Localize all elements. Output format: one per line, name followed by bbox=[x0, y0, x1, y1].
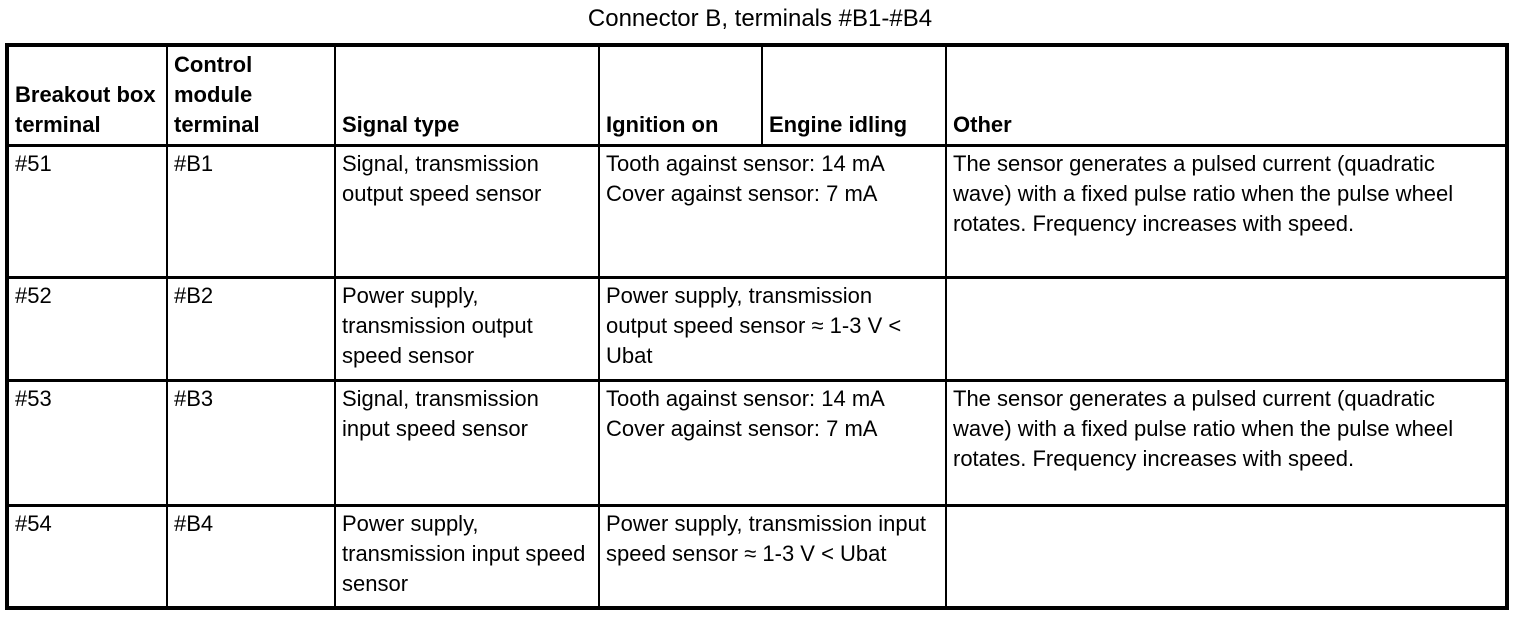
cell-measurement: Power supply, transmission input speed s… bbox=[598, 503, 947, 610]
cell-signal-type: Power supply, transmission output speed … bbox=[334, 275, 600, 382]
column-header-signal-type: Signal type bbox=[334, 43, 600, 147]
table-row: #51 #B1 Signal, transmission output spee… bbox=[6, 143, 1508, 279]
column-header-breakout-box-terminal: Breakout box terminal bbox=[6, 43, 168, 147]
cell-measurement: Power supply, transmission output speed … bbox=[598, 275, 947, 382]
cell-other: The sensor generates a pulsed current (q… bbox=[945, 143, 1508, 279]
connector-terminals-table: Breakout box terminal Control module ter… bbox=[5, 43, 1509, 610]
cell-module-terminal: #B2 bbox=[166, 275, 336, 382]
column-header-other: Other bbox=[945, 43, 1508, 147]
page-title: Connector B, terminals #B1-#B4 bbox=[587, 5, 933, 32]
cell-measurement: Tooth against sensor: 14 mA Cover agains… bbox=[598, 378, 947, 507]
column-header-engine-idling: Engine idling bbox=[761, 43, 947, 147]
cell-module-terminal: #B1 bbox=[166, 143, 336, 279]
cell-module-terminal: #B4 bbox=[166, 503, 336, 610]
column-header-control-module-terminal: Control module terminal bbox=[166, 43, 336, 147]
cell-other: The sensor generates a pulsed current (q… bbox=[945, 378, 1508, 507]
column-header-ignition-on: Ignition on bbox=[598, 43, 763, 147]
cell-signal-type: Power supply, transmission input speed s… bbox=[334, 503, 600, 610]
cell-signal-type: Signal, transmission input speed sensor bbox=[334, 378, 600, 507]
cell-breakout-terminal: #52 bbox=[6, 275, 168, 382]
cell-breakout-terminal: #51 bbox=[6, 143, 168, 279]
cell-module-terminal: #B3 bbox=[166, 378, 336, 507]
cell-breakout-terminal: #53 bbox=[6, 378, 168, 507]
cell-other bbox=[945, 503, 1508, 610]
header-row: Breakout box terminal Control module ter… bbox=[6, 43, 1508, 147]
table-row: #54 #B4 Power supply, transmission input… bbox=[6, 503, 1508, 610]
cell-other bbox=[945, 275, 1508, 382]
cell-signal-type: Signal, transmission output speed sensor bbox=[334, 143, 600, 279]
cell-breakout-terminal: #54 bbox=[6, 503, 168, 610]
table-row: #53 #B3 Signal, transmission input speed… bbox=[6, 378, 1508, 507]
cell-measurement: Tooth against sensor: 14 mA Cover agains… bbox=[598, 143, 947, 279]
table-row: #52 #B2 Power supply, transmission outpu… bbox=[6, 275, 1508, 382]
